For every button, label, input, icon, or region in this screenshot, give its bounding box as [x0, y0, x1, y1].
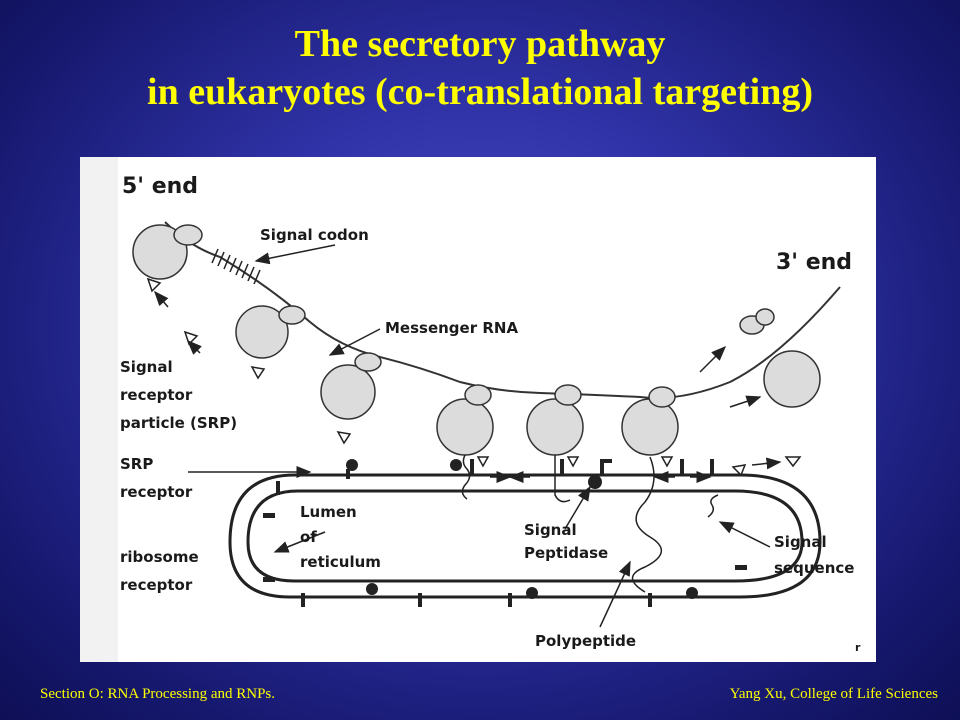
- label-lumen-line3: reticulum: [300, 553, 381, 571]
- signal-codon-marks: [211, 248, 261, 285]
- process-arrows: [154, 244, 782, 628]
- slide-title: The secretory pathway in eukaryotes (co-…: [0, 20, 960, 116]
- label-lumen-line2: of: [300, 528, 317, 546]
- ribosome-5: [526, 398, 584, 456]
- ribosome-6: [621, 398, 679, 456]
- nascent-chains: [461, 454, 719, 593]
- mrna-strand: [164, 221, 841, 399]
- er-membrane: [228, 473, 822, 599]
- membrane-receptors: [263, 459, 747, 607]
- label-srp-line3: particle (SRP): [120, 414, 237, 432]
- label-3-prime-end: 3' end: [776, 250, 852, 275]
- ribosome-2: [235, 305, 289, 359]
- footer-author: Yang Xu, College of Life Sciences: [729, 686, 938, 702]
- label-corner-mark: r: [855, 641, 861, 654]
- title-line-1: The secretory pathway: [294, 23, 666, 65]
- label-srp-line2: receptor: [120, 386, 193, 404]
- label-signal-codon: Signal codon: [260, 226, 369, 244]
- label-5-prime-end: 5' end: [122, 174, 198, 199]
- label-srp-receptor-line2: receptor: [120, 483, 193, 501]
- label-polypeptide: Polypeptide: [535, 632, 636, 650]
- label-ribosome-receptor-line1: ribosome: [120, 548, 199, 566]
- label-signal-peptidase-line1: Signal: [524, 521, 577, 539]
- ribosome-4: [436, 398, 494, 456]
- label-signal-sequence-line1: Signal: [774, 533, 827, 551]
- ribosome-1: [132, 224, 188, 280]
- ribosomes: [132, 224, 821, 456]
- label-srp-receptor-line1: SRP: [120, 455, 153, 473]
- ribosome-3: [320, 364, 376, 420]
- label-signal-sequence-line2: sequence: [774, 559, 854, 577]
- label-signal-peptidase-line2: Peptidase: [524, 544, 608, 562]
- footer-section: Section O: RNA Processing and RNPs.: [40, 686, 276, 702]
- label-srp-line1: Signal: [120, 358, 173, 376]
- label-lumen-line1: Lumen: [300, 503, 357, 521]
- title-line-2: in eukaryotes (co-translational targetin…: [147, 71, 813, 113]
- free-large-subunit: [763, 350, 821, 408]
- label-messenger-rna: Messenger RNA: [385, 319, 518, 337]
- pathway-diagram: 5' end 3' end Signal codon Messenger RNA…: [80, 157, 861, 662]
- scan-margin: [80, 157, 118, 662]
- secretory-pathway-figure: 5' end 3' end Signal codon Messenger RNA…: [80, 157, 876, 662]
- label-ribosome-receptor-line2: receptor: [120, 576, 193, 594]
- srp-particles: [146, 277, 802, 477]
